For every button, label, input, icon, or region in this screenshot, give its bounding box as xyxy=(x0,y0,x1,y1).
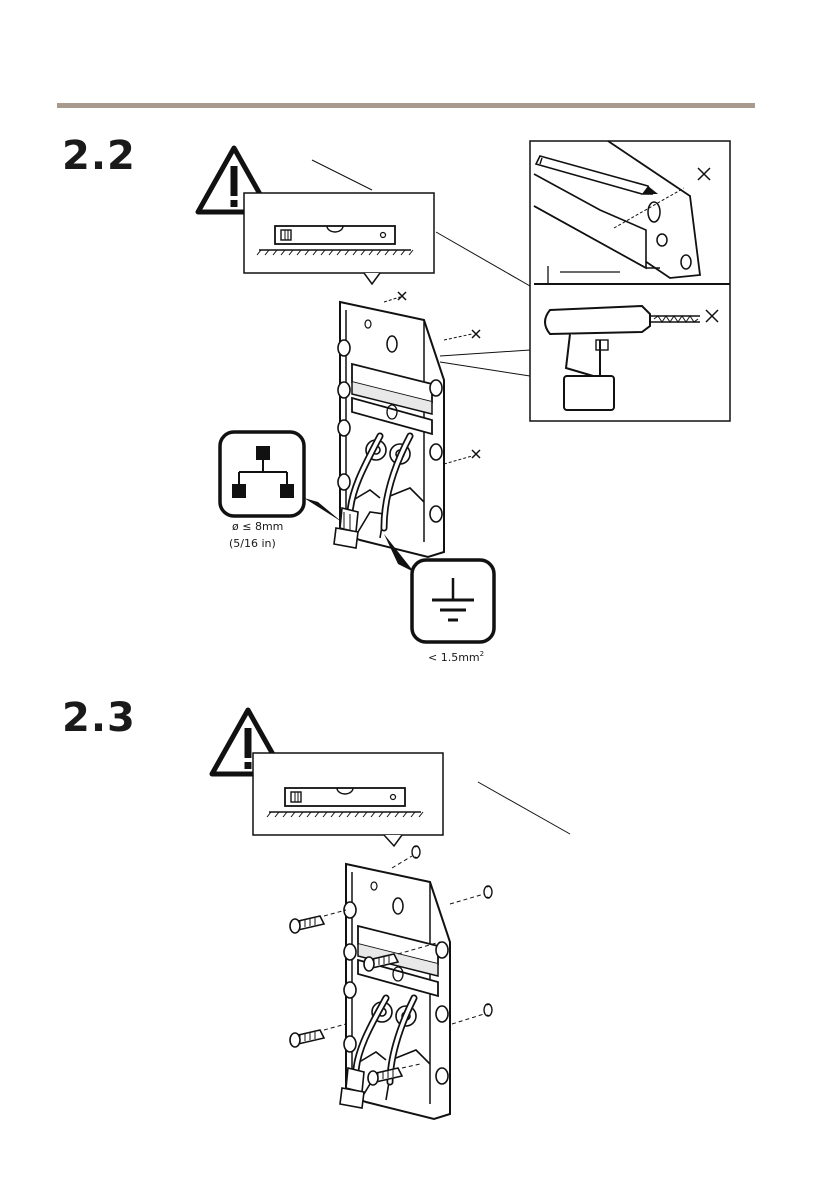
level-callout-box-2 xyxy=(253,753,443,835)
cable-diameter-inch-label: (5/16 in) xyxy=(229,537,276,550)
spirit-level-icon-2 xyxy=(267,788,423,817)
step-2-2-illustration: ø ≤ 8mm (5/16 in) < 1.5mm2 xyxy=(0,0,839,700)
network-icon xyxy=(220,432,342,522)
alignment-lines xyxy=(324,856,484,1068)
ground-wire-label: < 1.5mm2 xyxy=(428,650,484,664)
rj45-connector xyxy=(334,508,358,548)
step-number-2-3: 2.3 xyxy=(62,695,136,741)
spirit-level-icon xyxy=(257,226,413,255)
mounting-bracket-2 xyxy=(344,864,450,1119)
cable-diameter-label: ø ≤ 8mm xyxy=(232,520,283,533)
warning-icon-2 xyxy=(212,710,284,774)
rj45-connector-2 xyxy=(340,1068,364,1108)
wall-plug-icon xyxy=(412,846,492,1016)
screw-icon xyxy=(290,916,402,1085)
